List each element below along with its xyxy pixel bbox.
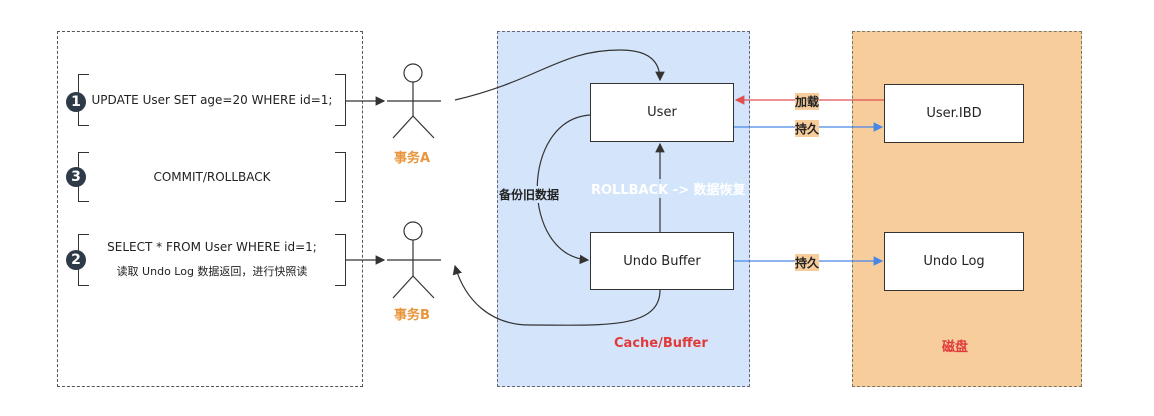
user-ibd-box: User.IBD [884, 84, 1024, 143]
actor-b-figure [387, 221, 441, 299]
statement-commit: COMMIT/ROLLBACK [78, 152, 346, 202]
statement-update: UPDATE User SET age=20 WHERE id=1; [78, 74, 346, 126]
step-2-badge: 2 [66, 250, 86, 270]
undo-buffer-box: Undo Buffer [590, 232, 734, 290]
statement-select-line2: 读取 Undo Log 数据返回，进行快照读 [116, 265, 308, 278]
rollback-label: ROLLBACK -> 数据恢复 [589, 179, 748, 198]
undo-log-box: Undo Log [884, 232, 1024, 291]
statement-commit-text: COMMIT/ROLLBACK [153, 170, 271, 184]
persist-label-1: 持久 [795, 120, 820, 137]
statement-update-text: UPDATE User SET age=20 WHERE id=1; [91, 93, 333, 107]
arrow-undo-to-actor-b [452, 264, 661, 326]
actor-a-label: 事务A [394, 151, 431, 166]
statement-select-line1: SELECT * FROM User WHERE id=1; [107, 240, 317, 254]
backup-label: 备份旧数据 [499, 186, 560, 203]
cache-buffer-label: Cache/Buffer [614, 336, 708, 351]
step-3-badge: 3 [66, 167, 86, 187]
statement-select: SELECT * FROM User WHERE id=1; 读取 Undo L… [78, 234, 346, 286]
disk-label: 磁盘 [942, 340, 969, 355]
arrow-actor-a-to-user [454, 49, 665, 101]
actor-b-label: 事务B [394, 308, 430, 323]
persist-label-2: 持久 [795, 254, 820, 271]
load-label: 加载 [795, 93, 820, 110]
actor-a-figure [387, 63, 441, 139]
step-1-badge: 1 [66, 92, 86, 112]
user-box: User [590, 83, 734, 142]
